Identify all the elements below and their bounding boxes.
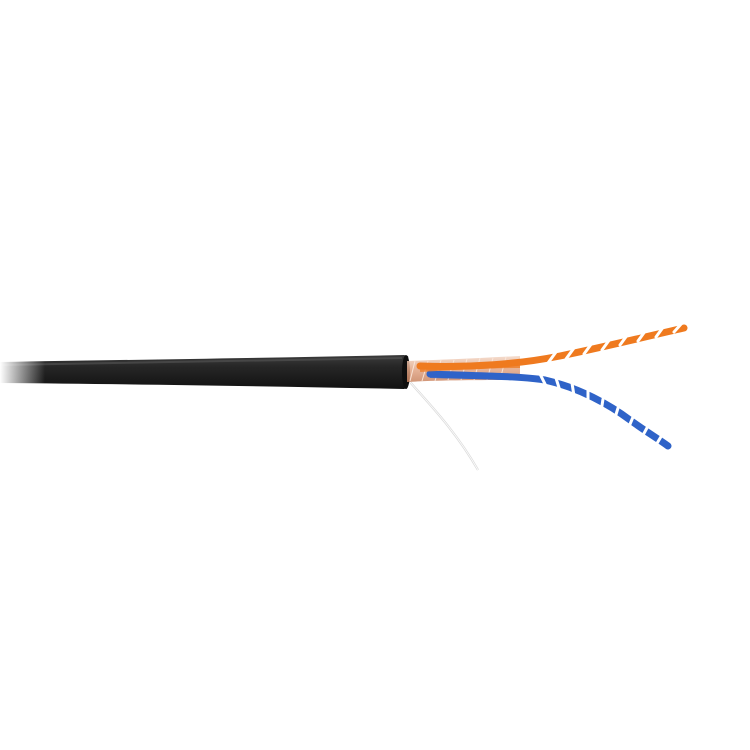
- drain-wire: [409, 381, 479, 471]
- cable-fade: [0, 350, 45, 395]
- cable-jacket-highlight: [0, 357, 403, 366]
- cable-jacket: [0, 355, 410, 389]
- blue-twisted-pair: [426, 370, 672, 450]
- pairs-inside-foil: [419, 364, 521, 380]
